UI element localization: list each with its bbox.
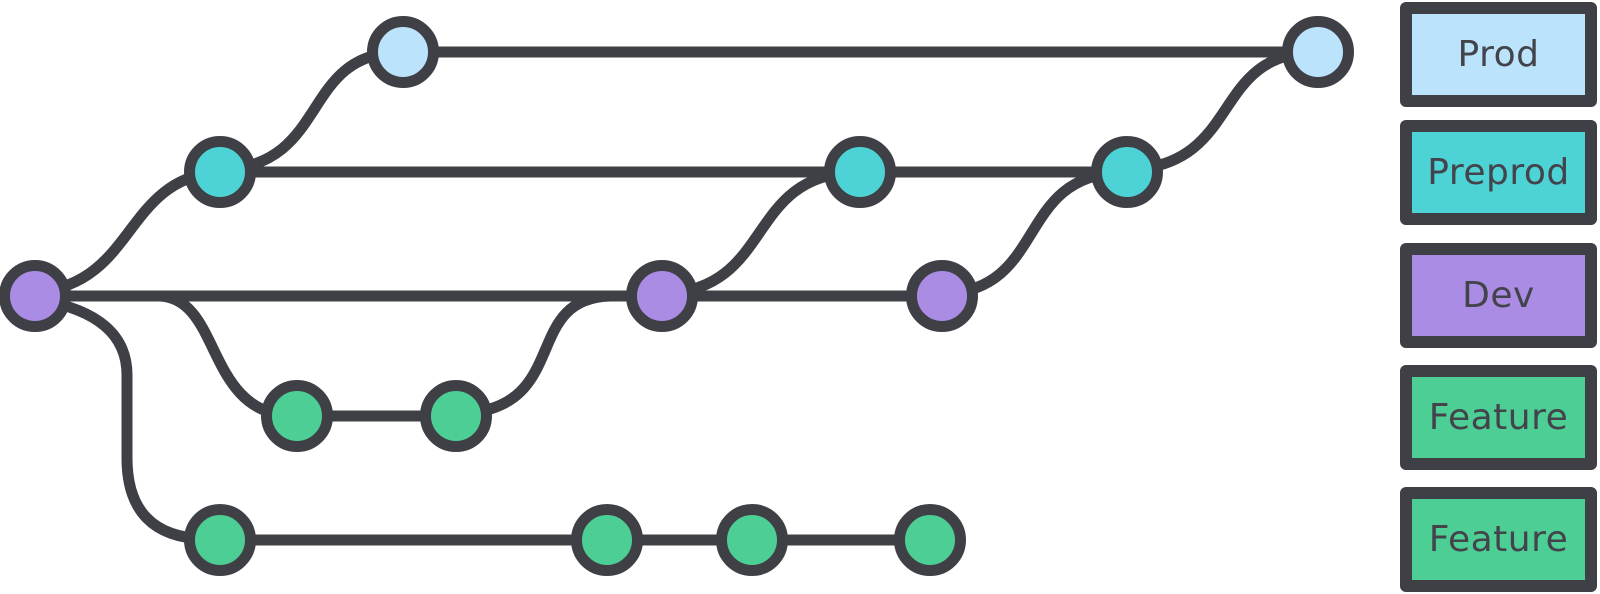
commit-node-feature1-1: [261, 380, 333, 452]
commit-node-preprod-2: [824, 136, 896, 208]
edge-branch-root-to-preprod1: [32, 166, 221, 298]
commit-node-feature2-3: [716, 504, 788, 576]
commit-node-preprod-3: [1091, 136, 1163, 208]
edge-merge-feature1-to-dev: [453, 290, 616, 420]
commit-node-preprod-1: [184, 136, 256, 208]
commit-node-feature2-4: [894, 504, 966, 576]
commit-node-prod-2: [1282, 16, 1354, 88]
commit-node-dev-root: [0, 260, 71, 332]
commit-node-feature1-2: [420, 380, 492, 452]
commit-node-prod-1: [367, 16, 439, 88]
edge-merge-dev1-to-preprod2: [659, 166, 861, 300]
commit-node-dev-1: [626, 260, 698, 332]
commit-node-dev-2: [906, 260, 978, 332]
edge-branch-root-to-feature2: [34, 294, 226, 546]
edge-branch-preprod1-to-prod1: [217, 46, 404, 176]
edge-merge-dev2-to-preprod3: [939, 166, 1128, 300]
edge-merge-preprod3-to-prod2: [1124, 46, 1319, 176]
commit-node-feature2-1: [184, 504, 256, 576]
commit-node-feature2-2: [571, 504, 643, 576]
